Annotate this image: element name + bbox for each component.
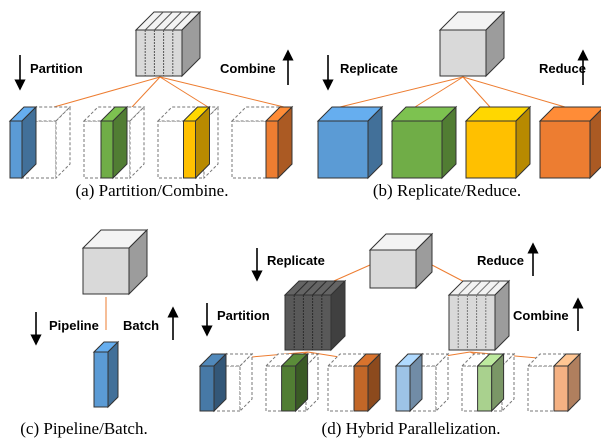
replica-cube-orange (538, 106, 601, 180)
stripe-line-top (476, 280, 491, 296)
stripe-line-top (172, 11, 192, 31)
caption-d: (d) Hybrid Parallelization. (322, 419, 501, 438)
slab-side (107, 340, 119, 409)
hybrid-box-orange (326, 352, 382, 413)
source-cube-c (81, 228, 149, 296)
arrows-layer (14, 49, 589, 346)
reduce-label-b: Reduce (539, 61, 586, 76)
connector-a-1 (131, 76, 161, 108)
source-cube-a (134, 10, 202, 78)
hybrid-box-green (264, 352, 320, 413)
connector-a-2 (159, 76, 209, 108)
stripe-line-top (293, 280, 309, 296)
connector-b-1 (414, 76, 464, 108)
box-side (501, 352, 515, 413)
stripe-line-top (154, 11, 173, 31)
box-side (435, 352, 449, 413)
connector-b-3 (462, 76, 566, 108)
connector-b-2 (462, 76, 491, 108)
combine-cube-d (447, 279, 511, 352)
hybrid-box-lightgreen (460, 352, 516, 413)
slab (552, 352, 582, 413)
slab-front (93, 351, 109, 408)
pipeline-label-c: Pipeline (49, 318, 99, 333)
combine-label-a: Combine (220, 61, 276, 76)
slab (476, 352, 505, 413)
connector-b-0 (339, 76, 464, 108)
cube-front-face (391, 120, 443, 179)
slab (352, 352, 382, 413)
hybrid-box-blue (198, 352, 254, 413)
cube-front-face (135, 29, 183, 77)
stripe-line-top (467, 280, 482, 296)
stripe-line-top (163, 11, 182, 31)
slab-front (353, 365, 369, 412)
connector-a-0 (53, 76, 161, 108)
partition-box-yellow (156, 105, 220, 180)
slab-front (281, 365, 297, 412)
source-cube-b (438, 10, 506, 78)
slab (280, 352, 309, 413)
slab-front (100, 120, 114, 179)
hybrid-box-lightorange (526, 352, 582, 413)
stripe-line-top (485, 280, 501, 296)
partition-cube-d (283, 279, 347, 352)
stripe-line-top (457, 280, 473, 296)
partition-box-green (82, 105, 146, 180)
replicate-label-b: Replicate (340, 61, 398, 76)
cube-front-face (284, 294, 332, 351)
slab-front (477, 365, 493, 412)
stripe-line-top (312, 280, 327, 296)
stripe-line-top (303, 280, 318, 296)
reduce-label-d: Reduce (477, 253, 524, 268)
replica-cube-yellow (464, 105, 532, 180)
source-cube-d (368, 232, 434, 290)
replica-cube-green (390, 105, 458, 180)
hybrid-box-lightblue (394, 352, 450, 413)
slab (394, 352, 424, 413)
cube-front-face (465, 120, 517, 179)
slab (182, 105, 211, 180)
slab (198, 352, 228, 413)
slab (92, 340, 120, 409)
box-side (55, 105, 71, 180)
slab-front (553, 365, 569, 412)
connector-a-3 (159, 76, 285, 108)
partition-label-d: Partition (217, 308, 270, 323)
slab-front (9, 120, 23, 179)
cube-front-face (539, 120, 591, 179)
slab (8, 105, 38, 180)
cube-front-face (369, 249, 417, 289)
box-side (129, 105, 145, 180)
caption-c: (c) Pipeline/Batch. (20, 419, 147, 438)
slab-front (183, 120, 196, 179)
replica-cube-blue (316, 105, 384, 180)
box-side (305, 352, 319, 413)
partition-box-orange (230, 105, 294, 180)
stripe-line-top (321, 280, 337, 296)
combine-label-d: Combine (513, 308, 569, 323)
cubes-layer (8, 10, 601, 413)
pipeline-slab (92, 340, 120, 409)
caption-b: (b) Replicate/Reduce. (373, 181, 521, 200)
slab-front (199, 365, 215, 412)
cube-front-face (82, 247, 130, 295)
slab-front (395, 365, 411, 412)
partition-box-blue (8, 105, 72, 180)
stripe-line-top (144, 11, 164, 31)
slab (99, 105, 129, 180)
box-side (239, 352, 253, 413)
slab (264, 105, 294, 180)
partition-label-a: Partition (30, 61, 83, 76)
cube-front-face (448, 294, 496, 351)
slab-front (265, 120, 279, 179)
caption-a: (a) Partition/Combine. (76, 181, 229, 200)
batch-label-c: Batch (123, 318, 159, 333)
replicate-label-d: Replicate (267, 253, 325, 268)
cube-front-face (439, 29, 487, 77)
cube-front-face (317, 120, 369, 179)
